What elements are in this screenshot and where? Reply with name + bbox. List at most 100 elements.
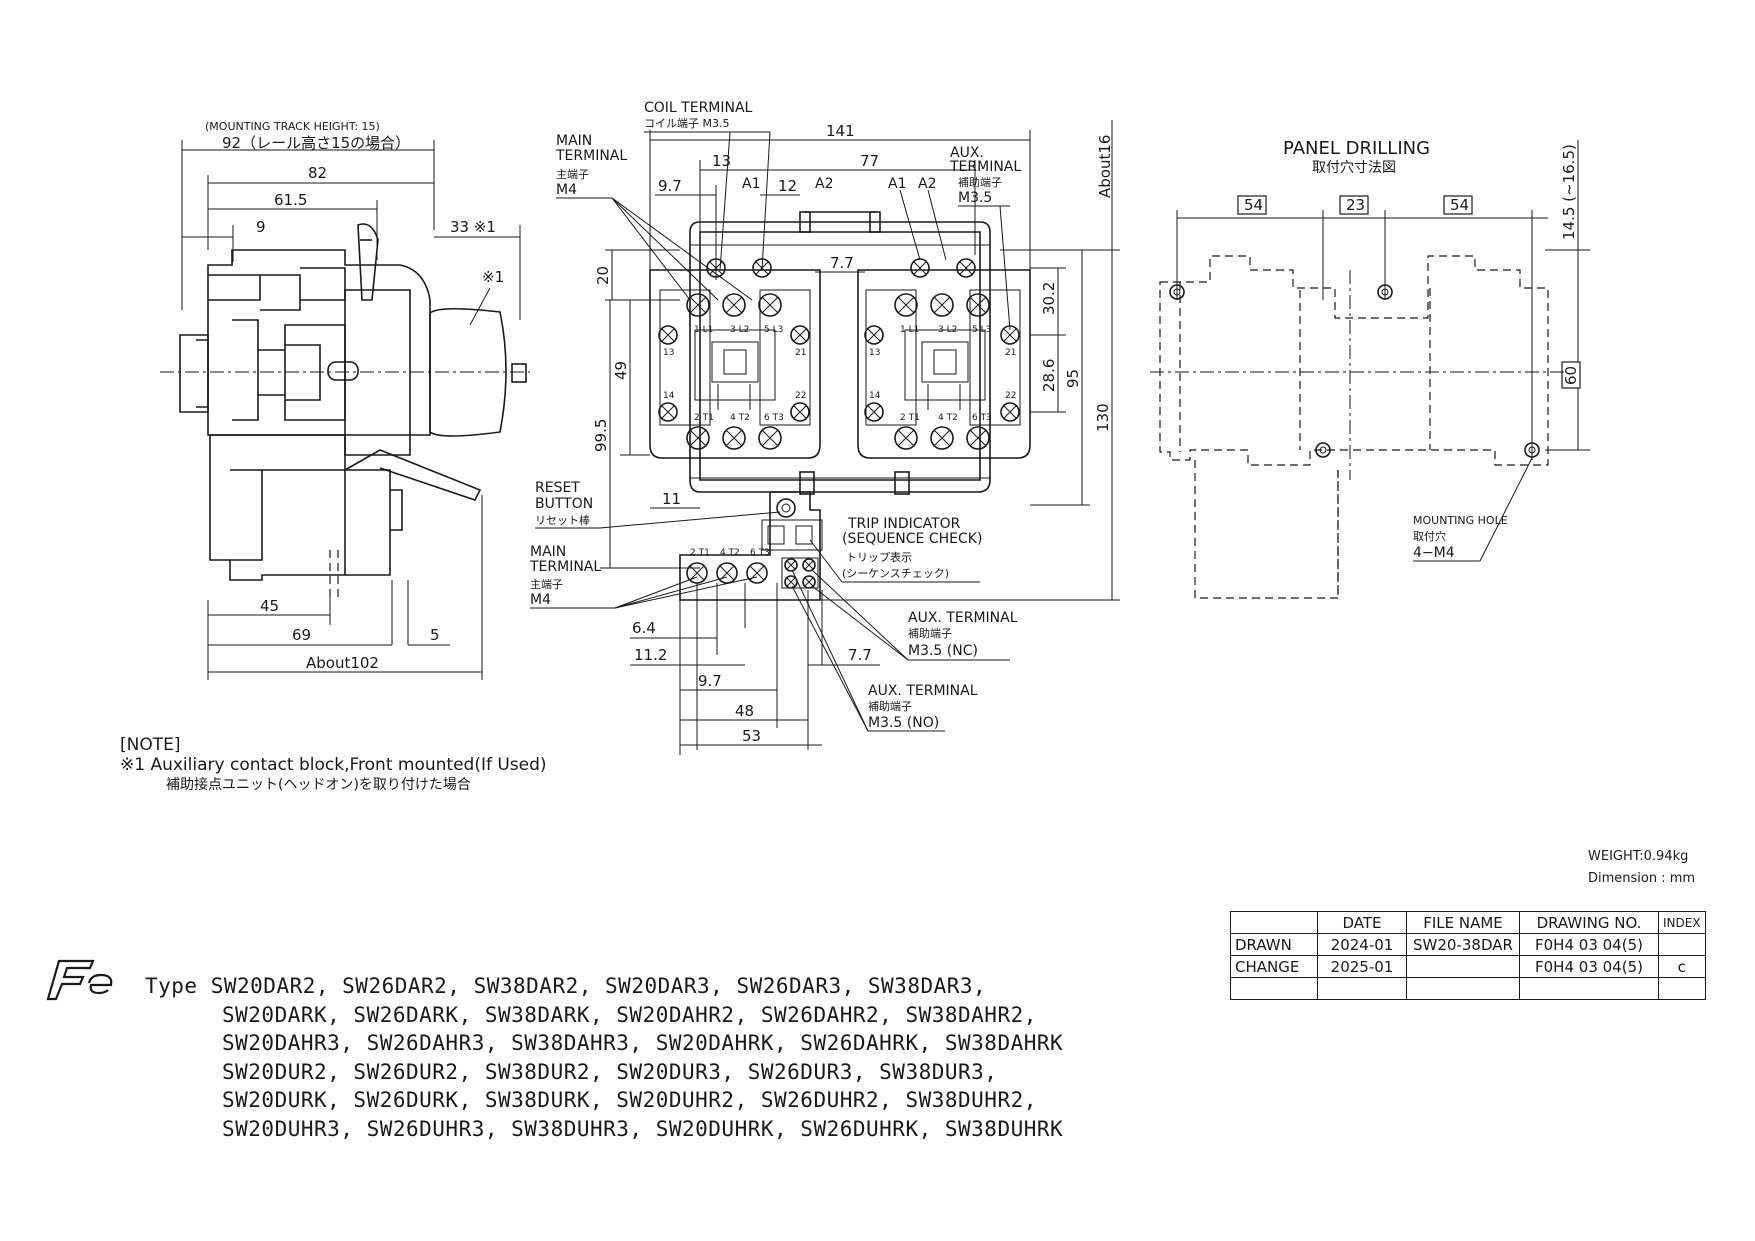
type-line-5: SW20DURK, SW26DURK, SW38DURK, SW20DUHR2,… <box>222 1088 1037 1112</box>
aux-terminal-top-3: 補助端子 <box>958 175 1002 189</box>
tb-r0-c2: SW20-38DAR <box>1406 933 1520 956</box>
main-terminal-top-2: TERMINAL <box>555 148 627 164</box>
main-terminal-bot-1: MAIN <box>530 544 566 560</box>
title-block-row: CHANGE 2025-01 F0H4 03 04(5) c <box>1230 955 1706 978</box>
l-terminal-2t1: 2 T1 <box>694 413 714 423</box>
dim-45: 45 <box>260 597 279 615</box>
l-terminal-1l1: 1 L1 <box>694 325 713 335</box>
type-prefix: Type <box>145 974 198 998</box>
tb-r0-c4 <box>1658 933 1706 956</box>
tb-r0-c3: F0H4 03 04(5) <box>1519 933 1659 956</box>
type-line-1: SW20DAR2, SW26DAR2, SW38DAR2, SW20DAR3, … <box>210 974 987 998</box>
panel-dim-54a-box <box>1237 195 1267 215</box>
olr-4t2: 4 T2 <box>720 548 740 558</box>
panel-dim-23-box <box>1339 195 1369 215</box>
tb-r1-c0: CHANGE <box>1230 955 1318 978</box>
tb-h-index: INDEX <box>1658 911 1706 934</box>
tb-r0-c0: DRAWN <box>1230 933 1318 956</box>
panel-dim-23: 23 <box>1346 196 1365 214</box>
main-terminal-bot-4: M4 <box>530 592 551 608</box>
dim-6-4: 6.4 <box>632 619 656 637</box>
tb-r2-c1 <box>1317 977 1407 1000</box>
type-line-3: SW20DAHR3, SW26DAHR3, SW38DAHR3, SW20DAH… <box>222 1031 1064 1055</box>
dim-9-7-bot: 9.7 <box>698 672 722 690</box>
weight-text: WEIGHT:0.94kg <box>1588 849 1689 864</box>
left-contactor: 1 L1 3 L2 5 L3 2 T1 4 T2 6 T3 13 14 21 2… <box>649 258 821 459</box>
title-block-row: DRAWN 2024-01 SW20-38DAR F0H4 03 04(5) <box>1230 933 1706 956</box>
aux-nc-3: M3.5 (NC) <box>908 643 978 659</box>
dim-12: 12 <box>778 177 797 195</box>
a1-label-left: A1 <box>742 176 760 192</box>
dim-11: 11 <box>662 490 681 508</box>
dim-141: 141 <box>826 122 855 140</box>
aux-nc-2: 補助端子 <box>908 626 952 640</box>
trip-indicator-3: トリップ表示 <box>846 550 912 564</box>
olr-6t3: 6 T3 <box>750 548 770 558</box>
aux-terminal-top-1: AUX. <box>950 145 984 161</box>
dim-about102: About102 <box>306 654 379 672</box>
dim-77: 77 <box>860 152 879 170</box>
coil-terminal-jp: コイル端子 M3.5 <box>644 117 729 130</box>
a1-label-right: A1 <box>888 176 906 192</box>
main-terminal-top-1: MAIN <box>556 133 592 149</box>
panel-drilling: PANEL DRILLING 取付穴寸法図 54 23 54 14.5 (~16… <box>1150 138 1590 599</box>
a2-label-right: A2 <box>918 176 936 192</box>
dimension-unit: Dimension : mm <box>1588 871 1696 886</box>
dim-9-7-top: 9.7 <box>658 177 682 195</box>
type-line-2: SW20DARK, SW26DARK, SW38DARK, SW20DAHR2,… <box>222 1002 1037 1027</box>
l-terminal-3l2: 3 L2 <box>730 325 749 335</box>
mounting-hole-3: 4−M4 <box>1413 545 1455 561</box>
main-terminal-bot-2: TERMINAL <box>529 559 601 575</box>
l-aux-14: 14 <box>663 391 675 401</box>
mounting-hole-2: 取付穴 <box>1413 529 1446 543</box>
reset-button-2: BUTTON <box>535 496 593 512</box>
l-aux-22: 22 <box>795 391 806 401</box>
title-block-row <box>1230 977 1706 1000</box>
panel-dim-14-5: 14.5 (~16.5) <box>1560 144 1578 240</box>
a2-label-left: A2 <box>815 176 833 192</box>
title-block: DATE FILE NAME DRAWING NO. INDEX DRAWN 2… <box>1230 911 1706 1000</box>
reset-button-3: リセット棒 <box>535 513 590 527</box>
tb-h0 <box>1230 911 1318 934</box>
dim-33: 33 ※1 <box>450 218 496 236</box>
panel-dim-60-box <box>1561 361 1581 389</box>
panel-dim-54b: 54 <box>1450 196 1469 214</box>
l-aux-21: 21 <box>795 348 806 358</box>
r-terminal-5l3: 5 L3 <box>972 325 991 335</box>
dim-49: 49 <box>612 361 630 380</box>
main-terminal-top-4: M4 <box>556 182 577 198</box>
tb-r2-c0 <box>1230 977 1318 1000</box>
tb-h-drawing: DRAWING NO. <box>1519 911 1659 934</box>
tb-h-date: DATE <box>1317 911 1407 934</box>
r-terminal-3l2: 3 L2 <box>938 325 957 335</box>
note-line-2: 補助接点ユニット(ヘッドオン)を取り付けた場合 <box>166 777 471 793</box>
l-terminal-4t2: 4 T2 <box>730 413 750 423</box>
r-terminal-1l1: 1 L1 <box>900 325 919 335</box>
panel-dim-54a: 54 <box>1244 196 1263 214</box>
weight-block: WEIGHT:0.94kg Dimension : mm <box>1588 846 1695 890</box>
dim-69: 69 <box>292 626 311 644</box>
side-view: (MOUNTING TRACK HEIGHT: 15) 92（レール高さ15の場… <box>160 120 530 680</box>
aux-nc-1: AUX. TERMINAL <box>908 610 1018 626</box>
r-aux-13: 13 <box>869 348 880 358</box>
note-line-1: ※1 Auxiliary contact block,Front mounted… <box>120 755 547 775</box>
dim-9: 9 <box>256 218 266 236</box>
trip-indicator-1: TRIP INDICATOR <box>847 516 961 532</box>
dim-5: 5 <box>430 626 440 644</box>
note-heading: [NOTE] <box>120 735 181 755</box>
r-aux-21: 21 <box>1005 348 1016 358</box>
r-aux-14: 14 <box>869 391 881 401</box>
tb-r0-c1: 2024-01 <box>1317 933 1407 956</box>
reset-button-1: RESET <box>535 480 580 496</box>
tb-h-file: FILE NAME <box>1406 911 1520 934</box>
dim-61-5: 61.5 <box>274 191 307 209</box>
dim-95: 95 <box>1064 369 1082 388</box>
type-row: Type SW20DAR2, SW26DAR2, SW38DAR2, SW20D… <box>145 972 1063 1001</box>
tb-r1-c3: F0H4 03 04(5) <box>1519 955 1659 978</box>
type-line-6: SW20DUHR3, SW26DUHR3, SW38DUHR3, SW20DUH… <box>222 1116 1064 1141</box>
r-terminal-2t1: 2 T1 <box>900 413 920 423</box>
aux-no-1: AUX. TERMINAL <box>868 683 978 699</box>
panel-title: PANEL DRILLING <box>1283 138 1430 159</box>
